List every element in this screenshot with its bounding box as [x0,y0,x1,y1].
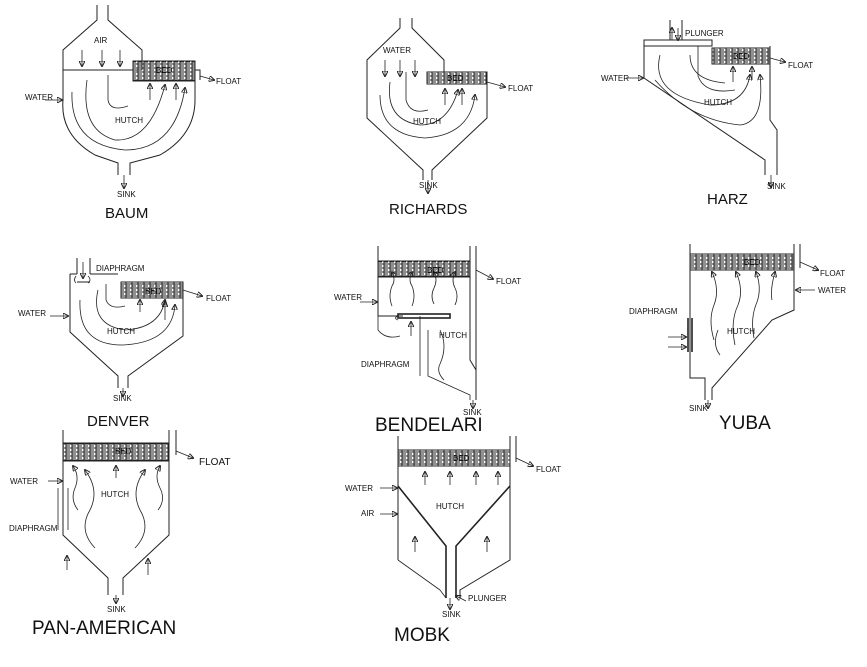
yuba-tank-outline [689,244,801,400]
denver-diaphragm [70,273,118,283]
harz-bed-label: BED [733,52,750,61]
bendelari-jig: BED FLOAT WATER HUTCH DIAPHRAGM SINK BEN… [334,246,521,436]
bendelari-sink-label: SINK [463,408,482,417]
richards-tank-outline [366,84,488,180]
baum-sink-label: SINK [117,190,136,199]
baum-air-label: AIR [94,36,108,45]
yuba-title: YUBA [719,413,771,434]
bendelari-diaphragm-label: DIAPHRAGM [361,360,410,369]
baum-water-label: WATER [25,93,53,102]
mobk-air-label: AIR [361,509,375,518]
baum-float-label: FLOAT [216,77,241,86]
mobk-title: MOBK [394,625,450,646]
bendelari-bed-label: BED [427,266,444,275]
pan-american-bed-label: BED [115,447,132,456]
pan-american-title: PAN-AMERICAN [32,618,176,639]
richards-title: RICHARDS [389,201,467,218]
pan-american-tank-outline [62,430,177,595]
pan-american-hutch-label: HUTCH [101,490,129,499]
yuba-float-label: FLOAT [820,269,845,278]
richards-float-label: FLOAT [508,84,533,93]
baum-title: BAUM [105,205,148,222]
denver-hutch-label: HUTCH [107,327,135,336]
harz-hutch-label: HUTCH [704,98,732,107]
richards-bed-label: BED [447,74,464,83]
pan-american-float-label: FLOAT [199,457,230,468]
denver-jig: DIAPHRAGM BED FLOAT WATER HUTCH SINK DEN… [18,258,231,430]
harz-float-label: FLOAT [788,61,813,70]
pan-american-jig: BED FLOAT WATER HUTCH DIAPHRAGM SINK PAN… [9,430,230,639]
baum-hutch-label: HUTCH [115,116,143,125]
baum-air-chamber [62,5,143,70]
harz-sink-label: SINK [767,182,786,191]
mobk-center-duct [397,485,511,598]
denver-sink-label: SINK [113,394,132,403]
baum-jig: AIR BED FLOAT WATER HUTCH SINK BAUM [25,5,241,222]
pan-american-water-label: WATER [10,477,38,486]
harz-title: HARZ [707,191,748,208]
yuba-diaphragm-label: DIAPHRAGM [629,307,678,316]
yuba-bed [689,253,795,271]
richards-bed [426,71,488,85]
yuba-jig: BED FLOAT WATER DIAPHRAGM HUTCH SINK YUB… [629,244,846,434]
mobk-water-label: WATER [345,484,373,493]
denver-tank-outline [69,274,184,388]
yuba-bed-label: BED [744,258,761,267]
yuba-hutch-label: HUTCH [727,327,755,336]
richards-hopper [366,18,445,90]
pan-american-diaphragm-label: DIAPHRAGM [9,524,58,533]
mobk-float-label: FLOAT [536,465,561,474]
harz-water-label: WATER [601,74,629,83]
bendelari-float-label: FLOAT [496,277,521,286]
bendelari-bed [377,260,471,278]
harz-plunger-label: PLUNGER [685,29,724,38]
mobk-bed-label: BED [453,454,470,463]
richards-water-label: WATER [383,46,411,55]
bendelari-hutch-label: HUTCH [439,331,467,340]
baum-bed-label: BED [156,66,173,75]
mobk-plunger-label: PLUNGER [468,594,507,603]
richards-hutch-label: HUTCH [413,117,441,126]
denver-water-label: WATER [18,309,46,318]
pan-american-sink-label: SINK [107,605,126,614]
harz-plunger [643,39,713,47]
denver-bed-label: BED [145,287,162,296]
richards-jig: WATER BED FLOAT HUTCH SINK RICHARDS [366,18,533,218]
mobk-sink-label: SINK [442,610,461,619]
denver-float-label: FLOAT [206,294,231,303]
denver-title: DENVER [87,413,150,430]
bendelari-diaphragm [397,313,451,319]
yuba-water-label: WATER [818,286,846,295]
bendelari-water-label: WATER [334,293,362,302]
mobk-hutch-label: HUTCH [436,502,464,511]
yuba-sink-label: SINK [689,404,708,413]
harz-jig: PLUNGER BED FLOAT WATER HUTCH SINK HARZ [601,20,813,208]
mobk-jig: BED FLOAT WATER HUTCH AIR PLUNGER SINK M… [345,436,561,646]
baum-bed [132,60,196,82]
richards-sink-label: SINK [419,181,438,190]
denver-diaphragm-label: DIAPHRAGM [96,264,145,273]
bendelari-title: BENDELARI [375,415,483,436]
